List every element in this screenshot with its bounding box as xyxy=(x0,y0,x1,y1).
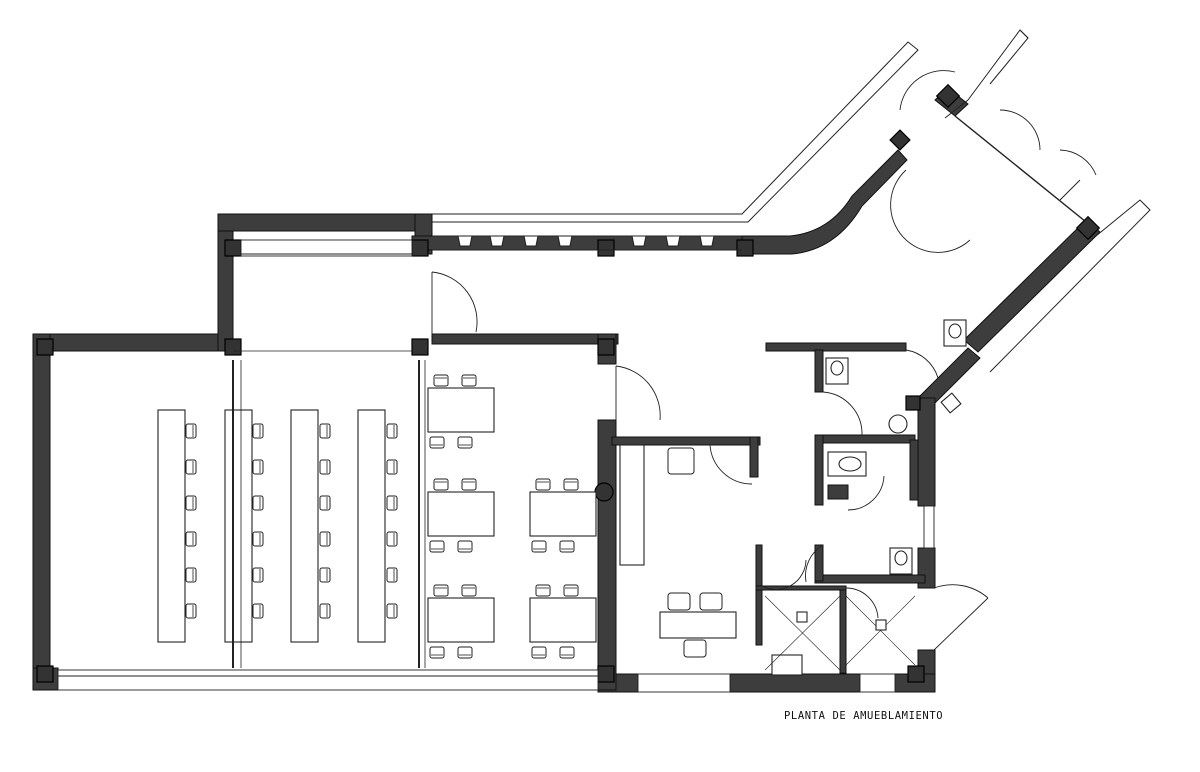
chair xyxy=(386,567,398,583)
chair xyxy=(429,646,445,659)
chair xyxy=(185,459,197,475)
chair xyxy=(433,374,449,387)
chair xyxy=(461,478,477,491)
chair xyxy=(531,646,547,659)
chair xyxy=(386,603,398,619)
chair xyxy=(457,646,473,659)
doors xyxy=(431,70,1097,651)
chair xyxy=(457,540,473,553)
chair xyxy=(563,478,579,491)
chair xyxy=(319,459,331,475)
chair xyxy=(386,423,398,439)
vestibule xyxy=(944,99,1097,231)
chair xyxy=(386,459,398,475)
meeting-tables xyxy=(427,387,597,643)
chair xyxy=(461,374,477,387)
chair xyxy=(252,567,264,583)
chair xyxy=(457,436,473,449)
chair xyxy=(535,584,551,597)
chair xyxy=(185,423,197,439)
chair xyxy=(386,495,398,511)
classroom-long-tables xyxy=(157,360,426,668)
corridor-radiators xyxy=(432,235,742,251)
chair xyxy=(433,478,449,491)
chair xyxy=(429,540,445,553)
chair xyxy=(252,531,264,547)
chair xyxy=(185,495,197,511)
chair xyxy=(252,459,264,475)
columns xyxy=(36,83,1101,683)
chair xyxy=(429,436,445,449)
chair xyxy=(433,584,449,597)
windows xyxy=(57,239,935,693)
chair xyxy=(185,603,197,619)
terrace-outline xyxy=(432,29,1151,373)
chair xyxy=(319,423,331,439)
sanitary-fixtures xyxy=(764,319,967,676)
chair xyxy=(185,567,197,583)
chair xyxy=(461,584,477,597)
drawing-caption: PLANTA DE AMUEBLAMIENTO xyxy=(784,710,944,722)
chair xyxy=(559,540,575,553)
chair xyxy=(252,495,264,511)
chair xyxy=(535,478,551,491)
chair xyxy=(185,531,197,547)
chair xyxy=(319,495,331,511)
chair xyxy=(319,567,331,583)
chair xyxy=(386,531,398,547)
chair xyxy=(319,603,331,619)
chair xyxy=(252,603,264,619)
exterior-walls xyxy=(32,87,1101,693)
chair xyxy=(319,531,331,547)
office-furniture xyxy=(619,444,737,658)
chair xyxy=(531,540,547,553)
chair xyxy=(559,646,575,659)
chair xyxy=(563,584,579,597)
chair xyxy=(252,423,264,439)
